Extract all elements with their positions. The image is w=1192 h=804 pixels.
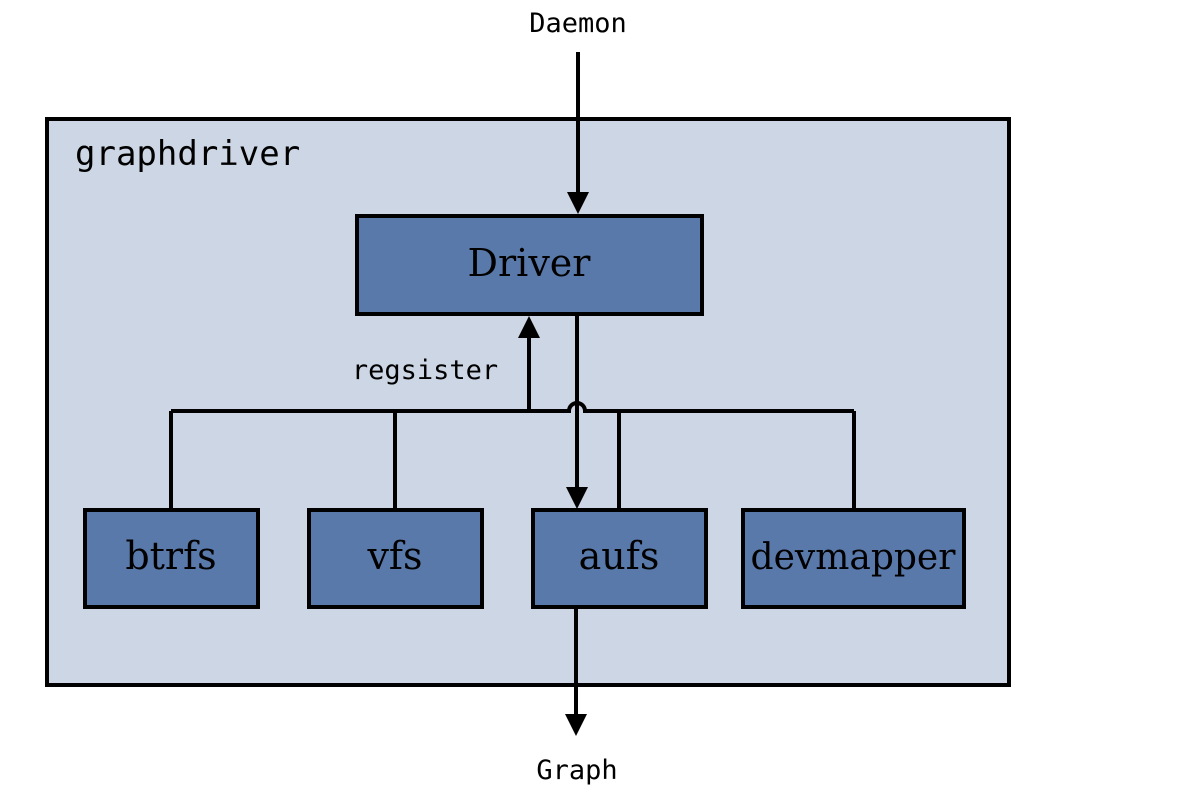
- backend-vfs: vfs: [307, 508, 484, 609]
- driver-label: Driver: [468, 241, 592, 285]
- backend-label: btrfs: [125, 534, 216, 578]
- register-arrow: [518, 316, 540, 411]
- backend-label: devmapper: [751, 537, 957, 578]
- daemon-to-driver-arrow: [567, 52, 589, 214]
- backend-btrfs: btrfs: [83, 508, 260, 609]
- graph-label: Graph: [536, 755, 617, 786]
- aufs-to-graph-arrow: [565, 607, 587, 736]
- daemon-label: Daemon: [529, 8, 627, 39]
- container-title: graphdriver: [75, 134, 300, 174]
- backend-label: aufs: [579, 534, 660, 578]
- driver-box: Driver: [355, 214, 704, 316]
- backend-devmapper: devmapper: [741, 508, 966, 609]
- register-label: regsister: [352, 355, 498, 386]
- backend-label: vfs: [366, 534, 422, 578]
- driver-to-aufs-arrow: [566, 314, 588, 509]
- backend-aufs: aufs: [531, 508, 708, 609]
